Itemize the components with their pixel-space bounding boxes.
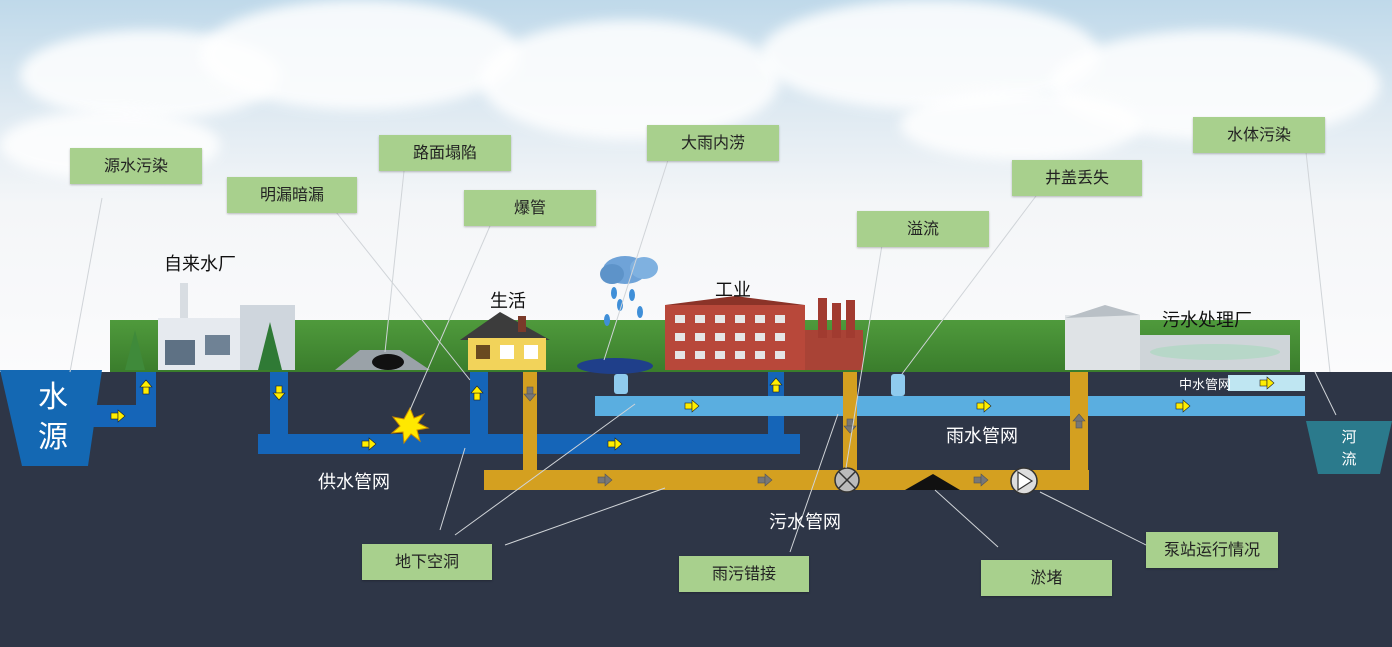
callout-siltation: 淤堵 — [981, 560, 1112, 596]
residential-label: 生活 — [490, 291, 526, 312]
water-source-label: 水源 — [38, 380, 68, 455]
industry-label: 工业 — [715, 280, 751, 301]
cloud — [200, 0, 520, 110]
supply-network-label: 供水管网 — [318, 472, 390, 493]
callout-source-pollution: 源水污染 — [70, 148, 202, 184]
callout-pipe-burst: 爆管 — [464, 190, 596, 226]
supply-pipe-riser-house — [470, 372, 488, 438]
supply-pipe-drop — [270, 372, 288, 438]
sewage-plant-label: 污水处理厂 — [1162, 310, 1252, 331]
underground-area — [0, 372, 1392, 647]
sewage-network-label: 污水管网 — [769, 512, 841, 533]
callout-pump-status: 泵站运行情况 — [1146, 532, 1278, 568]
callout-hidden-leak: 明漏暗漏 — [227, 177, 357, 213]
callout-rain-flooding: 大雨内涝 — [647, 125, 779, 161]
supply-pipe-riser — [136, 372, 156, 427]
callout-mixed-connection: 雨污错接 — [679, 556, 809, 592]
reclaimed-pipe — [1228, 375, 1305, 391]
sewage-pipe-house-drop — [523, 372, 537, 472]
rain-network-label: 雨水管网 — [946, 426, 1018, 447]
callout-manhole-missing: 井盖丢失 — [1012, 160, 1142, 196]
cloud — [480, 20, 780, 140]
callout-water-pollution: 水体污染 — [1193, 117, 1325, 153]
sewage-pipe-plant-riser — [1070, 372, 1088, 472]
rain-inlet — [614, 374, 628, 394]
rain-pipe-main — [595, 396, 1305, 416]
waterworks-label: 自来水厂 — [164, 254, 236, 275]
rain-inlet — [891, 374, 905, 396]
grass-strip — [110, 320, 1300, 372]
sewage-pipe-main — [484, 470, 1089, 490]
callout-overflow: 溢流 — [857, 211, 989, 247]
callout-road-collapse: 路面塌陷 — [379, 135, 511, 171]
sewage-pipe-factory-drop — [843, 372, 857, 472]
callout-underground-cavity: 地下空洞 — [362, 544, 492, 580]
reclaimed-network-label: 中水管网 — [1179, 378, 1232, 393]
river-label: 河流 — [1341, 428, 1357, 468]
cloud — [900, 90, 1140, 160]
